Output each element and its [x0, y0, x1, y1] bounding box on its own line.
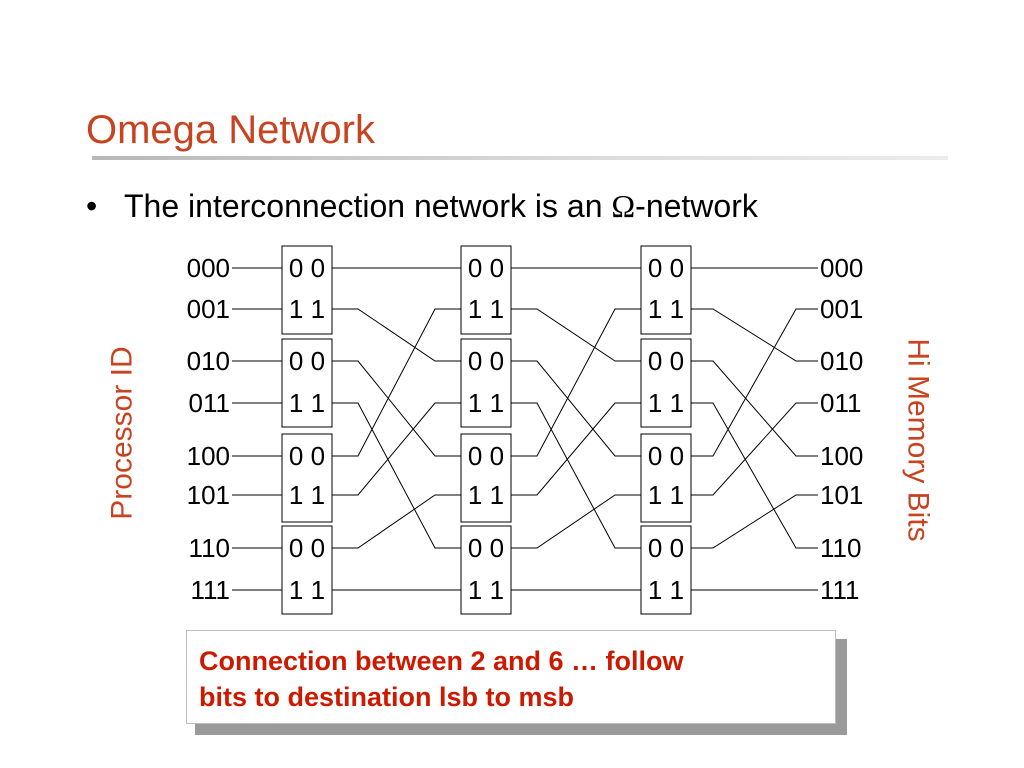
switch-port-label: 1 1 — [648, 575, 684, 605]
switch-box-s3-1 — [640, 338, 692, 428]
switch-port-label: 1 1 — [468, 388, 504, 418]
switch-port-label: 1 1 — [289, 294, 325, 324]
switch-box-s2-0 — [460, 245, 512, 335]
switch-box-s2-2 — [460, 433, 512, 523]
output-label-001: 001 — [820, 294, 863, 324]
output-label-101: 101 — [820, 480, 863, 510]
switch-port-label: 0 0 — [289, 441, 325, 471]
network-wire — [332, 402, 461, 496]
switch-port-label: 1 1 — [648, 294, 684, 324]
output-label-011: 011 — [820, 388, 861, 418]
bullet-point: • The interconnection network is an Ω-net… — [86, 188, 758, 225]
input-label-011: 011 — [189, 388, 230, 418]
output-label-100: 100 — [820, 441, 863, 471]
network-wire — [691, 402, 818, 549]
network-wire — [511, 308, 641, 362]
network-wire — [332, 308, 461, 362]
switch-box-s1-0 — [281, 245, 333, 335]
input-label-100: 100 — [187, 441, 230, 471]
input-label-000: 000 — [187, 253, 230, 283]
network-wire — [332, 308, 461, 457]
switch-box-s3-2 — [640, 433, 692, 523]
slide-title: Omega Network — [86, 108, 375, 152]
switch-port-label: 0 0 — [289, 346, 325, 376]
switch-port-label: 1 1 — [648, 480, 684, 510]
network-wire — [691, 360, 818, 457]
switch-port-label: 0 0 — [468, 346, 504, 376]
switch-box-s2-3 — [460, 525, 512, 615]
switch-port-label: 1 1 — [468, 294, 504, 324]
title-underline — [92, 156, 948, 160]
output-label-000: 000 — [820, 253, 863, 283]
network-wire — [511, 308, 641, 457]
bullet-dot: • — [86, 188, 98, 224]
left-axis-label: Processor ID — [106, 346, 139, 519]
output-label-010: 010 — [820, 346, 863, 376]
switch-port-label: 1 1 — [289, 575, 325, 605]
switch-box-s2-1 — [460, 338, 512, 428]
switch-port-label: 1 1 — [289, 480, 325, 510]
network-wire — [691, 402, 818, 496]
network-wire — [511, 402, 641, 549]
switch-port-label: 1 1 — [468, 575, 504, 605]
switch-box-s1-1 — [281, 338, 333, 428]
input-label-110: 110 — [189, 533, 230, 563]
input-label-101: 101 — [187, 480, 230, 510]
input-label-010: 010 — [187, 346, 230, 376]
network-wire — [332, 494, 461, 549]
network-wire — [332, 360, 461, 457]
switch-port-label: 1 1 — [468, 480, 504, 510]
network-wire — [511, 360, 641, 457]
switch-box-s1-3 — [281, 525, 333, 615]
switch-port-label: 1 1 — [648, 388, 684, 418]
switch-port-label: 0 0 — [648, 346, 684, 376]
switch-port-label: 0 0 — [648, 253, 684, 283]
switch-box-s1-2 — [281, 433, 333, 523]
switch-box-s3-3 — [640, 525, 692, 615]
switch-port-label: 0 0 — [648, 441, 684, 471]
input-label-111: 111 — [190, 575, 230, 605]
network-wire — [691, 308, 818, 362]
caption-line-2: bits to destination lsb to msb — [199, 682, 575, 712]
output-label-111: 111 — [820, 575, 860, 605]
caption-line-1: Connection between 2 and 6 … follow — [199, 646, 684, 676]
switch-port-label: 0 0 — [468, 533, 504, 563]
bullet-text-before: The interconnection network is an — [124, 188, 612, 224]
omega-symbol: Ω — [611, 188, 636, 224]
network-wire — [691, 308, 818, 457]
network-wire — [511, 494, 641, 549]
network-wire — [332, 402, 461, 549]
bullet-text-after: -network — [635, 188, 758, 224]
right-axis-label: Hi Memory Bits — [902, 338, 935, 541]
output-label-110: 110 — [820, 533, 861, 563]
caption-box: Connection between 2 and 6 … follow bits… — [186, 630, 836, 724]
switch-port-label: 0 0 — [468, 253, 504, 283]
network-wire — [511, 402, 641, 496]
switch-port-label: 0 0 — [648, 533, 684, 563]
switch-port-label: 0 0 — [289, 253, 325, 283]
switch-port-label: 0 0 — [289, 533, 325, 563]
switch-port-label: 1 1 — [289, 388, 325, 418]
switch-port-label: 0 0 — [468, 441, 504, 471]
network-wire — [691, 494, 818, 549]
switch-box-s3-0 — [640, 245, 692, 335]
input-label-001: 001 — [187, 294, 230, 324]
